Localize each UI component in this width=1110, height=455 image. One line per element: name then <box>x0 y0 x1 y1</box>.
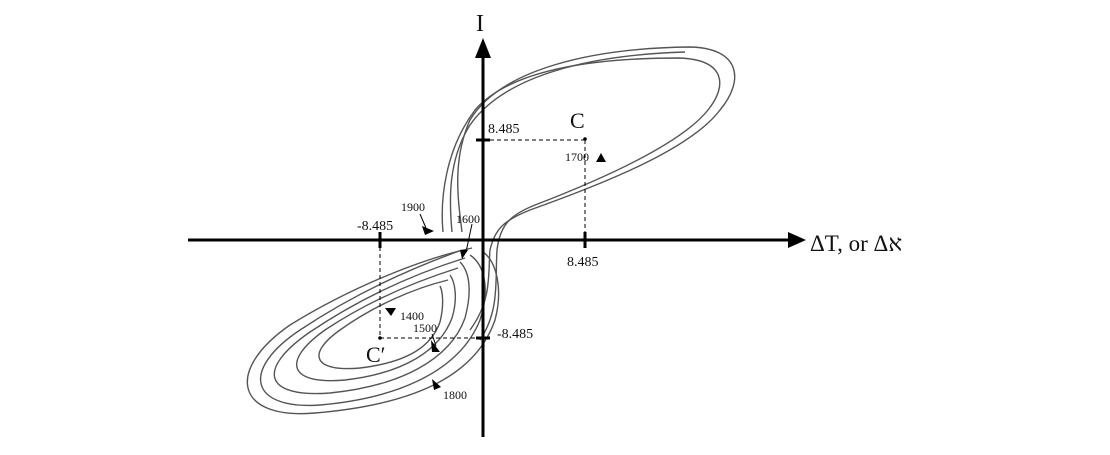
marker-1600: 1600 <box>456 212 480 226</box>
marker-1800: 1800 <box>443 388 467 402</box>
x-axis-label: ΔT, or Δא <box>810 231 902 256</box>
dashed-guides <box>379 139 586 339</box>
y-tick-label-negative: -8.485 <box>497 327 533 342</box>
arrow-1400-icon <box>385 308 396 316</box>
direction-arrows <box>385 153 606 390</box>
point-c-prime <box>378 336 382 340</box>
y-axis-label: I <box>476 11 484 37</box>
arrow-1900-icon <box>422 226 434 235</box>
lower-loop-outer <box>246 247 500 415</box>
marker-1400: 1400 <box>400 309 424 323</box>
arrow-leaders <box>419 213 473 347</box>
axes <box>188 38 806 437</box>
point-c <box>583 137 587 141</box>
lower-loop-1 <box>259 249 486 407</box>
arrow-1800-icon <box>432 379 441 390</box>
marker-1900: 1900 <box>401 200 425 214</box>
point-c-prime-label: C′ <box>366 342 386 367</box>
upper-loop-spine <box>449 51 686 233</box>
arrow-1600-icon <box>460 250 468 259</box>
lower-loop-4 <box>318 279 449 370</box>
x-tick-label-positive: 8.485 <box>567 255 599 270</box>
y-axis-arrow-icon <box>475 38 491 58</box>
upper-loop-outer <box>457 46 736 331</box>
marker-1500: 1500 <box>413 321 437 335</box>
arrow-1700-icon <box>596 153 606 162</box>
marker-1700: 1700 <box>565 150 589 164</box>
x-axis-arrow-icon <box>788 232 806 248</box>
lower-loop-2 <box>273 257 470 395</box>
y-tick-label-positive: 8.485 <box>488 122 520 137</box>
x-tick-label-negative: -8.485 <box>357 219 393 234</box>
upper-loop-inner <box>441 57 721 341</box>
trajectory-curves <box>246 46 736 415</box>
point-c-label: C <box>570 108 585 133</box>
